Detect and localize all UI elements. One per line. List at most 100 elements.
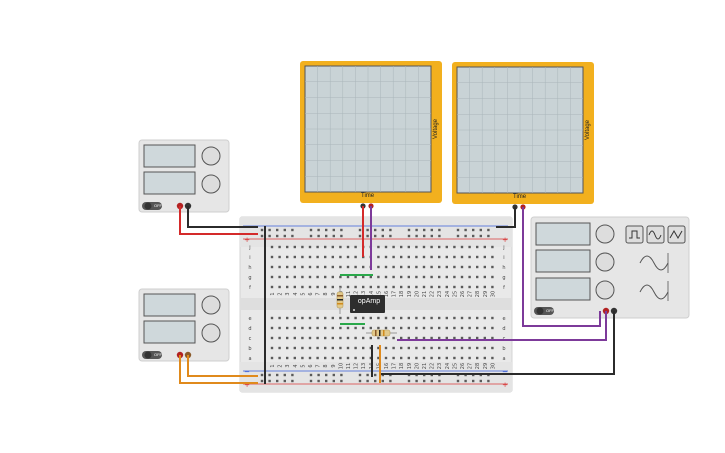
breadboard-hole[interactable] (407, 356, 410, 360)
breadboard-hole[interactable] (286, 245, 289, 249)
breadboard-hole[interactable] (407, 245, 410, 249)
breadboard-hole[interactable] (339, 346, 342, 350)
breadboard-hole[interactable] (468, 255, 471, 259)
breadboard-hole[interactable] (476, 245, 479, 249)
breadboard-hole[interactable] (384, 356, 388, 360)
breadboard-hole[interactable] (339, 316, 342, 320)
breadboard-hole[interactable] (286, 336, 289, 340)
breadboard-hole[interactable] (476, 336, 479, 340)
breadboard-hole[interactable] (293, 245, 296, 249)
rail-hole[interactable] (325, 373, 328, 377)
resistor-horizontal[interactable] (366, 329, 397, 337)
breadboard-hole[interactable] (491, 336, 494, 340)
wire-purple-scope2[interactable] (522, 207, 601, 327)
breadboard-hole[interactable] (392, 316, 395, 320)
breadboard-hole[interactable] (293, 346, 296, 350)
breadboard-hole[interactable] (308, 245, 312, 249)
breadboard-hole[interactable] (491, 255, 494, 259)
breadboard-hole[interactable] (346, 336, 350, 340)
breadboard-hole[interactable] (460, 326, 464, 330)
breadboard-hole[interactable] (438, 265, 441, 269)
rail-hole[interactable] (479, 228, 482, 232)
breadboard-hole[interactable] (407, 255, 410, 259)
breadboard-hole[interactable] (407, 316, 410, 320)
rail-hole[interactable] (268, 379, 271, 383)
rail-hole[interactable] (423, 234, 426, 238)
breadboard-hole[interactable] (354, 285, 357, 289)
rail-hole[interactable] (358, 228, 362, 232)
rail-hole[interactable] (268, 373, 271, 377)
breadboard-hole[interactable] (369, 316, 372, 320)
breadboard-hole[interactable] (331, 356, 334, 360)
breadboard-hole[interactable] (362, 275, 365, 279)
power-supply-2[interactable] (138, 288, 230, 362)
breadboard-hole[interactable] (354, 265, 357, 269)
rail-hole[interactable] (430, 234, 433, 238)
rail-hole[interactable] (456, 379, 460, 383)
rail-hole[interactable] (389, 234, 392, 238)
breadboard-hole[interactable] (400, 265, 403, 269)
breadboard-hole[interactable] (407, 336, 410, 340)
sine-wave-button[interactable] (646, 225, 665, 244)
rail-hole[interactable] (309, 234, 313, 238)
breadboard-hole[interactable] (491, 346, 494, 350)
breadboard-hole[interactable] (415, 265, 418, 269)
breadboard-hole[interactable] (278, 265, 281, 269)
rail-hole[interactable] (340, 228, 343, 232)
rail-hole[interactable] (276, 228, 279, 232)
breadboard-hole[interactable] (301, 356, 304, 360)
breadboard-hole[interactable] (491, 356, 494, 360)
rail-hole[interactable] (268, 234, 271, 238)
rail-hole[interactable] (340, 379, 343, 383)
breadboard-hole[interactable] (491, 275, 494, 279)
breadboard-hole[interactable] (407, 275, 410, 279)
rail-hole[interactable] (283, 373, 286, 377)
rail-hole[interactable] (260, 379, 264, 383)
breadboard-hole[interactable] (415, 255, 418, 259)
breadboard-hole[interactable] (286, 346, 289, 350)
breadboard-hole[interactable] (407, 346, 410, 350)
breadboard-hole[interactable] (316, 245, 319, 249)
breadboard-hole[interactable] (369, 336, 372, 340)
breadboard-hole[interactable] (407, 326, 410, 330)
breadboard-hole[interactable] (377, 356, 380, 360)
breadboard-hole[interactable] (430, 336, 433, 340)
breadboard-hole[interactable] (468, 326, 471, 330)
wire-orange-ps2[interactable] (179, 355, 258, 384)
breadboard-hole[interactable] (316, 275, 319, 279)
rail-hole[interactable] (260, 373, 264, 377)
wire-black-ps1[interactable] (187, 206, 258, 228)
function-generator-offset-knob[interactable] (595, 280, 615, 300)
breadboard-hole[interactable] (483, 326, 486, 330)
breadboard-hole[interactable] (460, 275, 464, 279)
breadboard-hole[interactable] (422, 316, 426, 320)
breadboard-hole[interactable] (270, 245, 274, 249)
rail-hole[interactable] (317, 379, 320, 383)
rail-hole[interactable] (358, 379, 362, 383)
rail-hole[interactable] (358, 234, 362, 238)
breadboard-hole[interactable] (331, 275, 334, 279)
breadboard-hole[interactable] (362, 336, 365, 340)
breadboard-hole[interactable] (270, 316, 274, 320)
breadboard-hole[interactable] (422, 346, 426, 350)
breadboard-hole[interactable] (377, 245, 380, 249)
breadboard-hole[interactable] (430, 265, 433, 269)
breadboard-hole[interactable] (308, 285, 312, 289)
breadboard-hole[interactable] (270, 285, 274, 289)
rail-hole[interactable] (415, 228, 418, 232)
breadboard-hole[interactable] (422, 245, 426, 249)
breadboard-hole[interactable] (453, 356, 456, 360)
breadboard-hole[interactable] (460, 316, 464, 320)
breadboard-hole[interactable] (324, 265, 327, 269)
breadboard-hole[interactable] (491, 265, 494, 269)
rail-hole[interactable] (487, 379, 490, 383)
breadboard-hole[interactable] (270, 326, 274, 330)
breadboard-hole[interactable] (377, 285, 380, 289)
breadboard-hole[interactable] (453, 346, 456, 350)
breadboard-hole[interactable] (301, 316, 304, 320)
rail-hole[interactable] (430, 379, 433, 383)
breadboard-hole[interactable] (301, 336, 304, 340)
rail-hole[interactable] (276, 234, 279, 238)
rail-hole[interactable] (340, 234, 343, 238)
